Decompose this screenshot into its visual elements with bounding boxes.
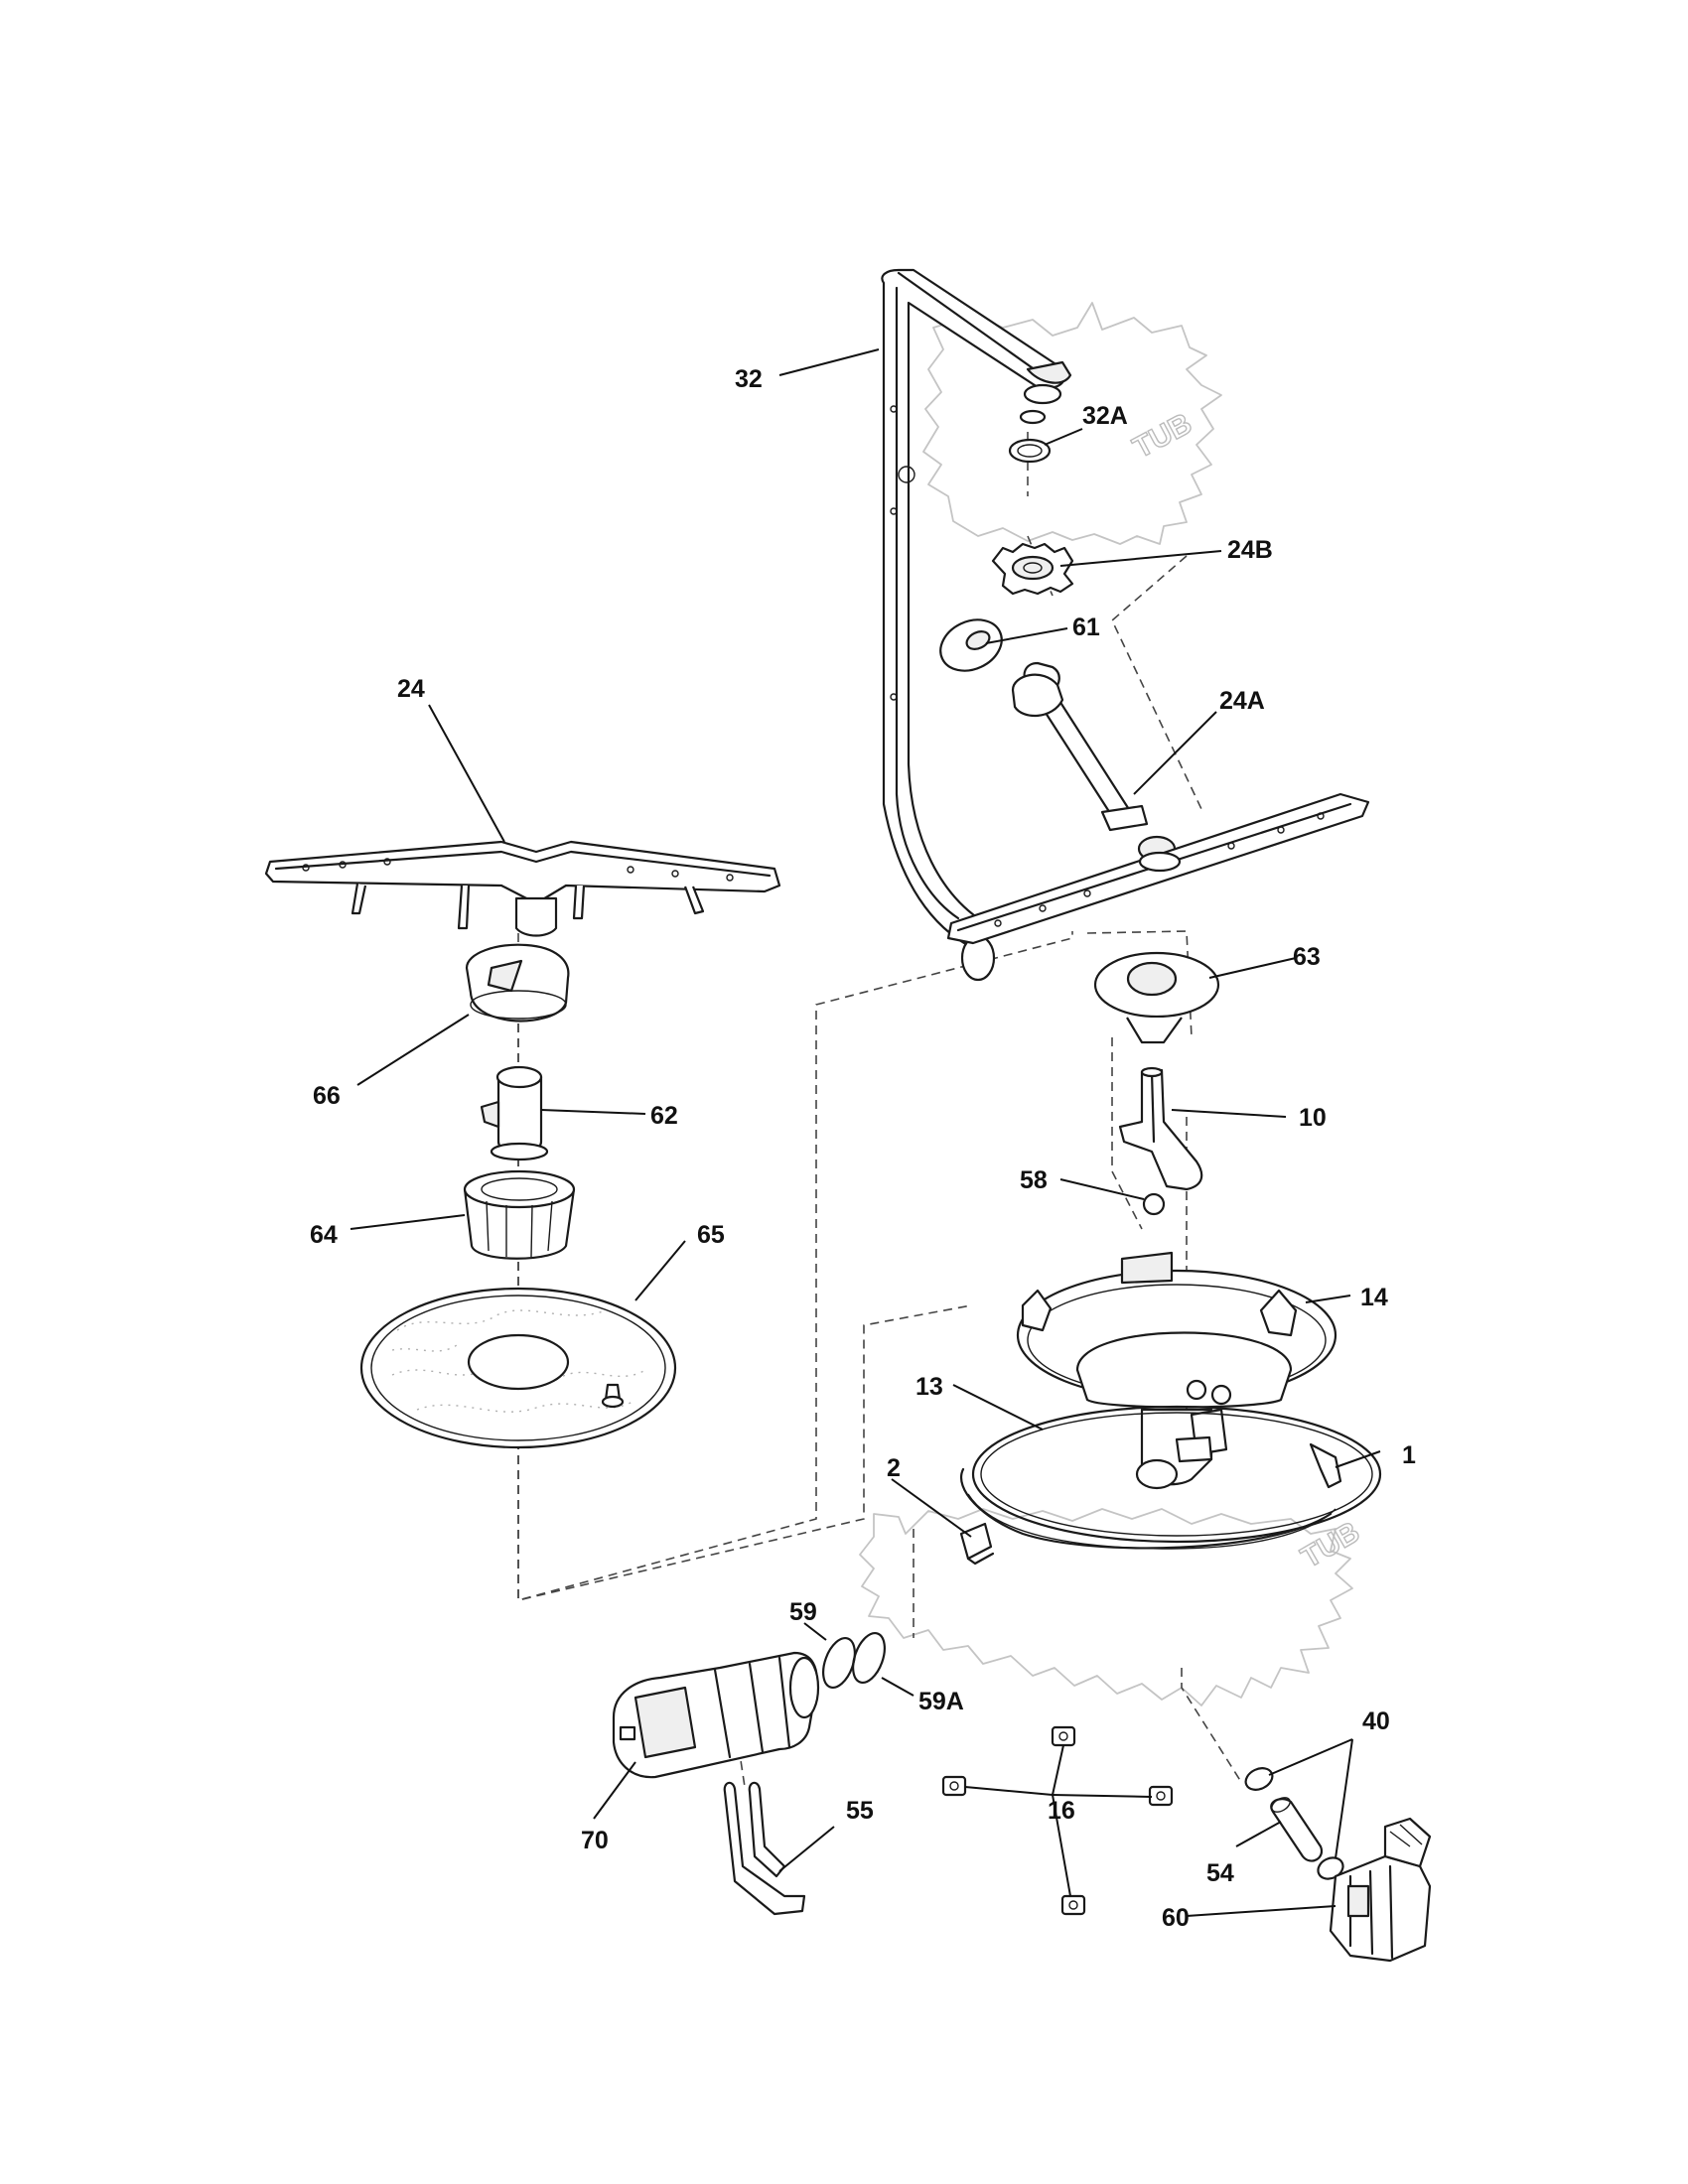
part-40-clamps: [1244, 1767, 1344, 1880]
part-62-hub: [480, 1065, 549, 1161]
tub-label-lower: TUB: [1296, 1516, 1365, 1574]
part-16-grommets: [941, 1725, 1174, 1916]
part-66-cap: [465, 943, 570, 1023]
callout-59: 59: [789, 1598, 817, 1626]
part-2-clip: [959, 1522, 995, 1566]
part-24-lower-spray-arm: [264, 840, 781, 937]
part-60-drain-pump: [1329, 1817, 1432, 1963]
part-55-bracket: [723, 1781, 806, 1916]
callout-59a: 59A: [918, 1688, 964, 1715]
callout-32a: 32A: [1082, 402, 1128, 430]
leader-lines: [350, 348, 1381, 1917]
callout-14: 14: [1360, 1284, 1388, 1311]
part-54-hose: [1270, 1797, 1324, 1862]
part-64-filter-cup: [463, 1169, 576, 1260]
part-24a-upper-spray-arm: [946, 661, 1370, 945]
callout-66: 66: [313, 1082, 341, 1110]
callout-40: 40: [1362, 1707, 1390, 1735]
callout-16: 16: [1048, 1797, 1075, 1825]
part-58-ball: [1142, 1192, 1166, 1216]
part-24b-nut: [991, 542, 1074, 596]
callout-63: 63: [1293, 943, 1321, 971]
callout-70: 70: [581, 1827, 609, 1854]
callout-62: 62: [650, 1102, 678, 1130]
part-65-filter-screen: [359, 1287, 677, 1449]
assembly-lines: [517, 432, 1242, 1788]
part-61-washer: [939, 618, 1003, 672]
part-13-gasket: [971, 1405, 1382, 1544]
callout-65: 65: [697, 1221, 725, 1249]
callout-55: 55: [846, 1797, 874, 1825]
callout-1: 1: [1402, 1441, 1416, 1469]
part-70-motor: [612, 1651, 820, 1779]
part-59a-oring: [852, 1632, 886, 1684]
part-10-diverter: [1118, 1066, 1203, 1191]
part-14-sump: [1016, 1251, 1337, 1490]
callout-58: 58: [1020, 1166, 1048, 1194]
callout-10: 10: [1299, 1104, 1327, 1132]
callout-24: 24: [397, 675, 425, 703]
part-1-clamp-ring: [960, 1442, 1342, 1550]
part-32-supply-tube: [881, 268, 1072, 982]
callout-13: 13: [915, 1373, 943, 1401]
callout-24a: 24A: [1219, 687, 1265, 715]
callout-64: 64: [310, 1221, 338, 1249]
callout-54: 54: [1206, 1859, 1234, 1887]
tub-label-upper: TUB: [1128, 407, 1197, 465]
part-63-seal: [1093, 951, 1220, 1044]
callout-labels: 32 32A 24B 61 24A 24 66 62 64 65 63 10 5…: [310, 365, 1416, 1932]
callout-61: 61: [1072, 614, 1100, 641]
callout-32: 32: [735, 365, 763, 393]
callout-2: 2: [887, 1454, 901, 1482]
part-32a-seal: [1008, 438, 1052, 464]
callout-24b: 24B: [1227, 536, 1273, 564]
callout-60: 60: [1162, 1904, 1190, 1932]
